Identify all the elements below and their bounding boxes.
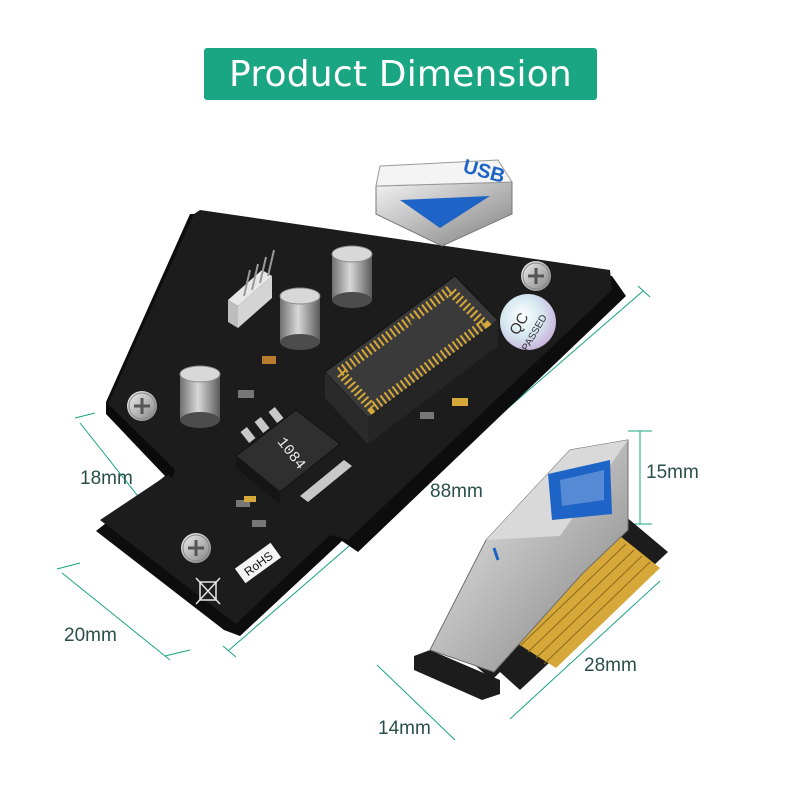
dim-line-14mm: [376, 664, 456, 741]
power-connector-icon: [228, 249, 275, 328]
mount-screw-icon: [521, 261, 551, 291]
usb-port-icon: USB: [375, 156, 513, 247]
capacitor-icon: [279, 287, 321, 350]
mount-screw-icon: [127, 391, 157, 421]
capacitor-icon: [179, 365, 221, 428]
riser-usb-tongue: [548, 460, 612, 520]
dim-label-20mm: 20mm: [64, 625, 117, 646]
banner-title: Product Dimension: [229, 53, 572, 95]
riser-gold-fingers: [512, 536, 660, 668]
ext-tick: [164, 649, 191, 657]
pcie-slot-icon: [324, 275, 499, 444]
mount-screw-icon: [181, 533, 211, 563]
ext-tick: [637, 285, 651, 298]
dim-label-28mm: 28mm: [584, 655, 637, 676]
ext-tick: [222, 645, 237, 658]
ext-tick: [56, 562, 81, 570]
dim-label-88mm: 88mm: [430, 481, 483, 502]
usb-riser-card: [414, 439, 668, 700]
dim-label-15mm: 15mm: [646, 462, 699, 483]
gold-finger-lines: [519, 543, 651, 665]
weee-bin-icon: [195, 577, 221, 605]
ext-tick: [74, 412, 96, 419]
smd-components-icon: [236, 356, 468, 527]
dim-line-20mm-a: [61, 572, 171, 661]
capacitor-icon: [331, 245, 373, 308]
dim-line-28mm: [509, 580, 661, 720]
pcie-adapter-board: USB QC PASSED 1084: [96, 156, 626, 636]
product-dimension-banner: Product Dimension: [204, 48, 597, 100]
dim-label-18mm: 18mm: [80, 468, 133, 489]
regulator-chip-icon: 1084: [235, 407, 352, 504]
dim-label-14mm: 14mm: [378, 718, 431, 739]
